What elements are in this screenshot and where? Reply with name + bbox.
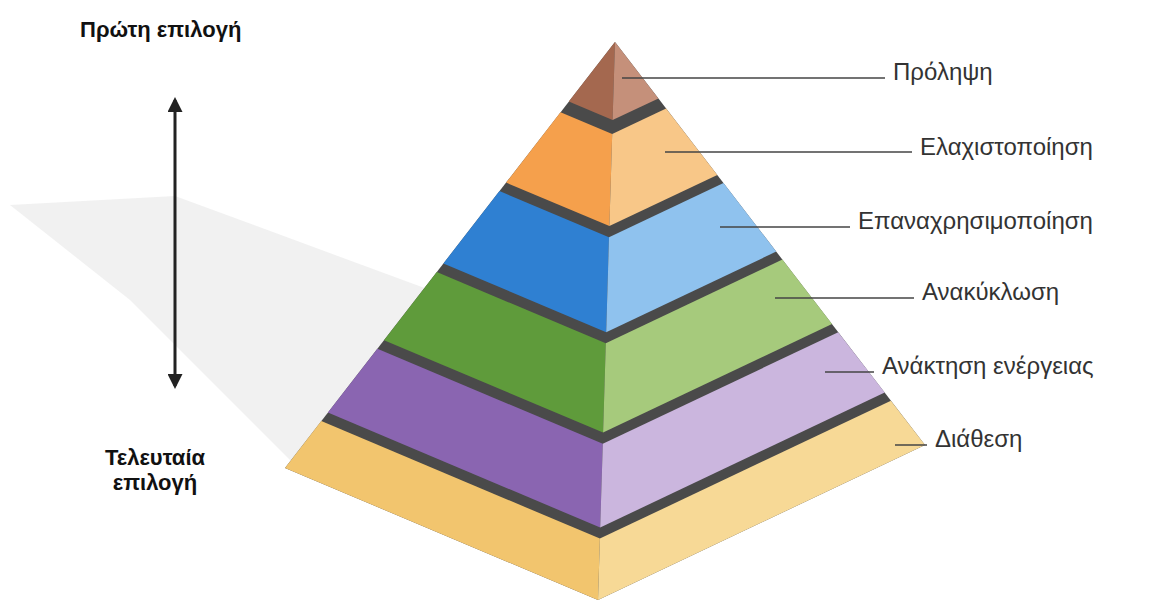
leader-lines <box>622 78 927 445</box>
choice-label: Πρώτη επιλογή <box>80 17 241 42</box>
pyramid-base <box>285 42 925 600</box>
level-label: Ανακύκλωση <box>922 278 1059 306</box>
leader-line <box>825 371 874 373</box>
level-label: Επαναχρησιμοποίηση <box>858 207 1093 235</box>
leader-line <box>895 444 927 446</box>
pyramid-layer <box>285 421 600 600</box>
level-label: Διάθεση <box>935 425 1022 453</box>
leader-line <box>775 297 914 299</box>
pyramid <box>285 42 925 600</box>
leader-line <box>720 226 850 228</box>
double-arrow <box>174 100 177 386</box>
choice-label: Τελευταία επιλογή <box>80 445 230 496</box>
level-label: Πρόληψη <box>893 58 993 86</box>
level-label: Ελαχιστοποίηση <box>920 133 1093 161</box>
level-label: Ανάκτηση ενέργειας <box>882 352 1094 380</box>
pyramid-layer <box>613 42 659 120</box>
pyramid-layer <box>598 401 925 600</box>
leader-line <box>622 77 885 79</box>
pyramid-layer <box>569 42 615 120</box>
leader-line <box>665 151 912 153</box>
